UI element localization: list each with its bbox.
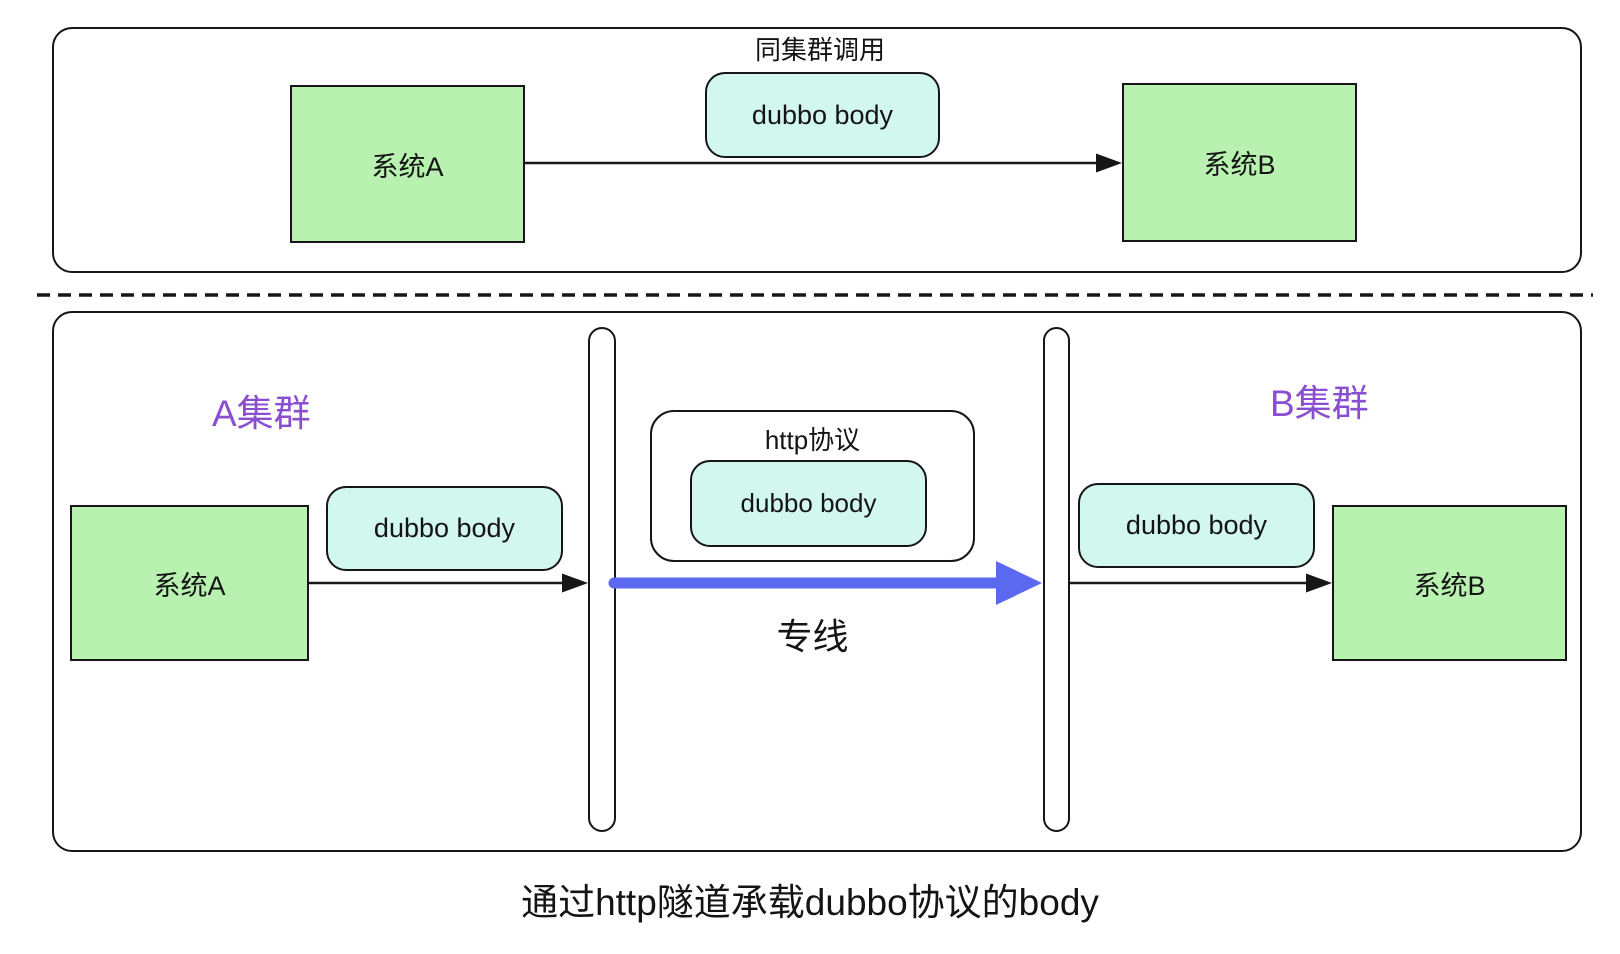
bottom-system-a-box: 系统A (70, 505, 309, 661)
top-dubbo-body-pill: dubbo body (705, 72, 940, 158)
bottom-right-dubbo-body-label: dubbo body (1125, 510, 1268, 540)
top-system-a-box: 系统A (290, 85, 525, 243)
top-system-b-box: 系统B (1122, 83, 1357, 242)
cluster-b-label: B集群 (1270, 383, 1369, 424)
bottom-right-dubbo-body-pill: dubbo body (1078, 483, 1315, 568)
diagram-caption: 通过http隧道承载dubbo协议的body (521, 882, 1099, 923)
dedicated-line-label: 专线 (776, 616, 849, 657)
bottom-system-b-box: 系统B (1332, 505, 1567, 661)
top-system-b-label: 系统B (1203, 150, 1276, 180)
http-dubbo-body-pill: dubbo body (690, 460, 927, 547)
http-dubbo-body-label: dubbo body (740, 488, 877, 518)
top-dubbo-body-label: dubbo body (751, 99, 894, 130)
bottom-system-a-label: 系统A (153, 570, 226, 601)
cluster-b-gateway-bar (1043, 327, 1070, 832)
bottom-left-dubbo-body-pill: dubbo body (326, 486, 563, 571)
cluster-a-label: A集群 (212, 393, 311, 434)
top-panel-title: 同集群调用 (754, 35, 885, 65)
top-system-a-label: 系统A (371, 151, 444, 182)
bottom-system-b-label: 系统B (1413, 570, 1486, 601)
bottom-left-dubbo-body-label: dubbo body (373, 513, 516, 543)
http-protocol-title: http协议 (764, 425, 861, 455)
cluster-a-gateway-bar (588, 327, 616, 832)
